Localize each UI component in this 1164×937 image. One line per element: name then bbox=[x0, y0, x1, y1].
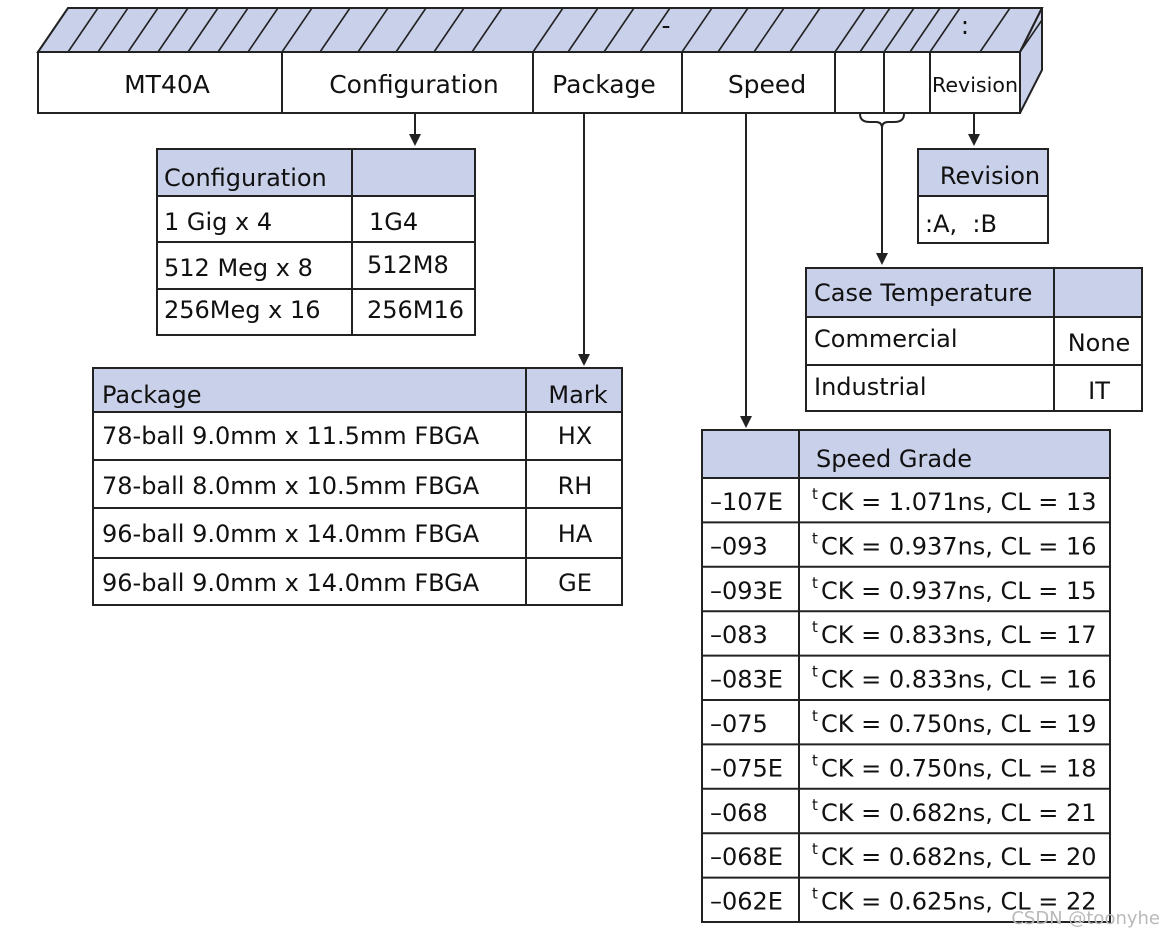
package-row-label: 78-ball 9.0mm x 11.5mm FBGA bbox=[102, 422, 480, 450]
bar-hatch bbox=[67, 7, 1043, 53]
package-header-label: Package bbox=[102, 381, 201, 409]
speed-grade-code: –068E bbox=[710, 843, 783, 871]
speed-grade-code: –062E bbox=[710, 888, 783, 916]
speed-spec-subscript-t: t bbox=[812, 618, 818, 636]
segment-configuration: Configuration bbox=[329, 70, 499, 99]
package-table: Package Mark 78-ball 9.0mm x 11.5mm FBGA… bbox=[92, 367, 623, 606]
configuration-row-code: 256M16 bbox=[367, 296, 464, 324]
configuration-table: Configuration 1 Gig x 4 1G4 512 Meg x 8 … bbox=[156, 148, 476, 336]
speed-grade-code: –083E bbox=[710, 666, 783, 694]
speed-grade-code: –093E bbox=[710, 577, 783, 605]
speed-grade-spec: CK = 0.937ns, CL = 15 bbox=[821, 577, 1097, 605]
speed-grade-spec: CK = 0.833ns, CL = 17 bbox=[821, 621, 1097, 649]
part-number-bar: - : MT40A Configuration Package Speed Re… bbox=[36, 7, 1044, 114]
connectors bbox=[409, 113, 980, 428]
speed-spec-subscript-t: t bbox=[812, 529, 818, 547]
segment-speed: Speed bbox=[728, 70, 806, 99]
watermark: CSDN @toonyhe bbox=[1011, 908, 1160, 929]
package-row-label: 78-ball 8.0mm x 10.5mm FBGA bbox=[102, 472, 480, 500]
temperature-row-label: Industrial bbox=[814, 373, 927, 401]
dash-separator: - bbox=[661, 11, 670, 40]
speed-grade-spec: CK = 0.937ns, CL = 16 bbox=[821, 532, 1097, 560]
speed-spec-subscript-t: t bbox=[812, 751, 818, 769]
speed-grade-spec: CK = 0.682ns, CL = 21 bbox=[821, 799, 1097, 827]
package-row-label: 96-ball 9.0mm x 14.0mm FBGA bbox=[102, 520, 480, 548]
speed-spec-subscript-t: t bbox=[812, 796, 818, 814]
speed-spec-subscript-t: t bbox=[812, 663, 818, 681]
speed-grade-spec: CK = 0.750ns, CL = 18 bbox=[821, 754, 1097, 782]
temperature-row-code: IT bbox=[1088, 377, 1110, 405]
temperature-brace bbox=[859, 113, 905, 129]
configuration-row-label: 1 Gig x 4 bbox=[164, 208, 272, 236]
configuration-table-header bbox=[157, 149, 475, 196]
package-row-mark: GE bbox=[558, 569, 592, 597]
bar-side-face bbox=[1020, 8, 1042, 113]
configuration-header-label: Configuration bbox=[164, 164, 327, 192]
speed-grade-spec: CK = 0.625ns, CL = 22 bbox=[821, 888, 1097, 916]
temperature-row-label: Commercial bbox=[814, 325, 958, 353]
package-row-mark: HA bbox=[558, 520, 593, 548]
colon-separator: : bbox=[961, 11, 969, 40]
revision-values: :A, :B bbox=[925, 210, 997, 238]
revision-header-label: Revision bbox=[940, 162, 1040, 190]
segment-package: Package bbox=[552, 70, 656, 99]
package-row-label: 96-ball 9.0mm x 14.0mm FBGA bbox=[102, 569, 480, 597]
speed-spec-subscript-t: t bbox=[812, 707, 818, 725]
package-row-mark: RH bbox=[558, 472, 593, 500]
temperature-table: Case Temperature Commercial None Industr… bbox=[805, 267, 1143, 412]
temperature-header-label: Case Temperature bbox=[814, 279, 1032, 307]
speed-grade-spec: CK = 1.071ns, CL = 13 bbox=[821, 488, 1097, 516]
speed-grade-code: –083 bbox=[710, 621, 768, 649]
revision-table-header bbox=[918, 149, 1048, 196]
speed-grade-spec: CK = 0.833ns, CL = 16 bbox=[821, 666, 1097, 694]
speed-spec-subscript-t: t bbox=[812, 840, 818, 858]
temperature-row-code: None bbox=[1068, 329, 1131, 357]
speed-grade-code: –107E bbox=[710, 488, 783, 516]
configuration-row-code: 1G4 bbox=[369, 208, 418, 236]
mark-header-label: Mark bbox=[548, 381, 607, 409]
speed-grade-code: –093 bbox=[710, 532, 768, 560]
speed-spec-subscript-t: t bbox=[812, 574, 818, 592]
speed-grade-spec: CK = 0.750ns, CL = 19 bbox=[821, 710, 1097, 738]
speed-spec-subscript-t: t bbox=[812, 485, 818, 503]
speed-grade-header-label: Speed Grade bbox=[816, 445, 972, 473]
speed-grade-code: –075 bbox=[710, 710, 768, 738]
speed-spec-subscript-t: t bbox=[812, 885, 818, 903]
configuration-row-code: 512M8 bbox=[367, 251, 449, 279]
package-table-header bbox=[93, 368, 622, 412]
revision-table: Revision :A, :B bbox=[917, 148, 1049, 244]
configuration-row-label: 512 Meg x 8 bbox=[164, 254, 313, 282]
speed-table-header bbox=[702, 430, 1110, 478]
speed-grade-code: –075E bbox=[710, 754, 783, 782]
configuration-row-label: 256Meg x 16 bbox=[164, 296, 321, 324]
temperature-table-header bbox=[806, 268, 1142, 317]
segment-revision: Revision bbox=[932, 73, 1018, 97]
bar-top-face bbox=[38, 8, 1042, 52]
package-row-mark: HX bbox=[558, 422, 593, 450]
bar-front-face bbox=[37, 51, 1021, 114]
speed-grade-spec: CK = 0.682ns, CL = 20 bbox=[821, 843, 1097, 871]
speed-grade-code: –068 bbox=[710, 799, 768, 827]
segment-mt40a: MT40A bbox=[124, 70, 210, 99]
